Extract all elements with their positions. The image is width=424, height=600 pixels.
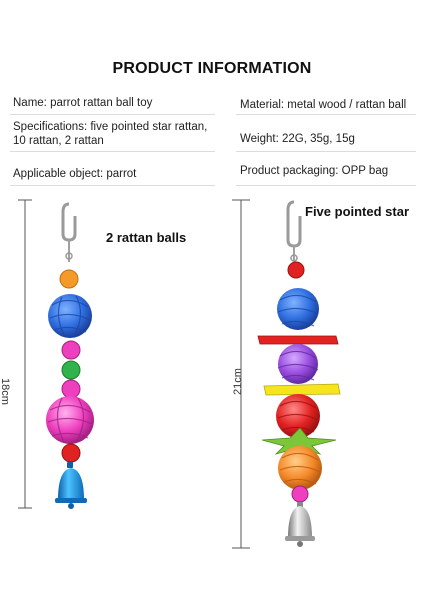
orange-rattan-ball xyxy=(278,446,322,490)
right-dimension-marker xyxy=(232,199,250,549)
spec-weight: Weight: 22G, 35g, 15g xyxy=(240,133,355,145)
right-toy-callout: Five pointed star xyxy=(305,204,410,219)
spec-name: Name: parrot rattan ball toy xyxy=(13,97,153,109)
green-bead xyxy=(61,360,81,380)
divider xyxy=(236,114,416,115)
left-dimension-marker xyxy=(18,199,32,509)
red-rattan-ball xyxy=(276,394,320,438)
left-hook-icon xyxy=(61,202,77,242)
left-toy xyxy=(46,202,94,509)
pink-bead xyxy=(61,340,81,360)
bell-icon xyxy=(55,462,87,509)
divider xyxy=(10,114,215,115)
spec-applicable: Applicable object: parrot xyxy=(13,168,137,180)
orange-bead xyxy=(59,269,79,289)
pink-bead xyxy=(291,485,309,503)
spec-specifications-line2: 10 rattan, 2 rattan xyxy=(13,135,104,147)
bell-icon xyxy=(285,502,315,547)
spec-material: Material: metal wood / rattan ball xyxy=(240,99,407,111)
red-bead xyxy=(61,443,81,463)
spec-specifications-line1: Specifications: five pointed star rattan… xyxy=(13,121,208,133)
divider xyxy=(10,151,215,152)
pink-bead xyxy=(61,379,81,399)
divider xyxy=(10,185,215,186)
spec-packaging: Product packaging: OPP bag xyxy=(240,165,389,177)
red-bead xyxy=(287,261,305,279)
page-title: PRODUCT INFORMATION xyxy=(112,60,312,77)
divider xyxy=(236,151,416,152)
divider xyxy=(236,185,416,186)
yellow-star-piece xyxy=(263,383,341,396)
right-hook-icon xyxy=(286,200,302,248)
green-star-piece xyxy=(261,427,337,455)
right-toy xyxy=(257,200,341,547)
red-star-piece xyxy=(257,335,339,345)
left-toy-callout: 2 rattan balls xyxy=(106,230,187,245)
